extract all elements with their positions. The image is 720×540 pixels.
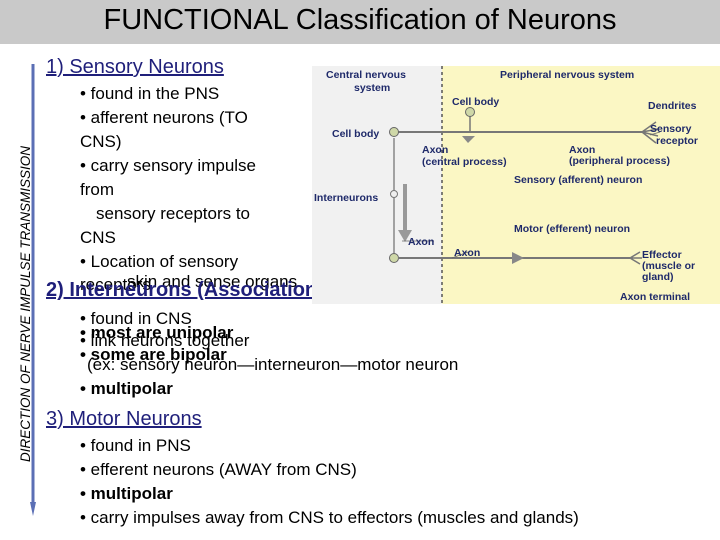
direction-arrow	[30, 64, 36, 516]
pns-region	[442, 66, 720, 304]
sensory-line: • afferent neurons (TO	[80, 108, 248, 127]
motor-line: • carry impulses away from CNS to effect…	[80, 508, 579, 527]
label-effector: Effector	[642, 249, 682, 261]
label-pns: Peripheral nervous system	[500, 69, 634, 81]
sensory-line: sensory receptors to	[96, 204, 251, 223]
label-axon-peripheral: Axon	[569, 144, 595, 156]
interneurons-line: • some are bipolar	[80, 345, 227, 364]
label-axon-central: (central process)	[422, 156, 507, 168]
label-sensory-receptor: receptor	[656, 135, 698, 147]
interneurons-line: • most are unipolar	[80, 323, 234, 342]
sensory-line: • found in the PNS	[80, 84, 220, 103]
label-axon-peripheral: (peripheral process)	[569, 155, 670, 167]
label-cns: system	[354, 82, 390, 94]
label-axon: Axon	[454, 247, 480, 259]
label-motor-neuron: Motor (efferent) neuron	[514, 223, 630, 235]
cns-region	[312, 66, 442, 304]
motor-line: • found in PNS	[80, 436, 191, 455]
sensory-line: CNS	[80, 228, 116, 247]
label-axon: Axon	[408, 236, 434, 248]
axon-terminal-icon	[629, 251, 642, 265]
title-bar	[0, 0, 720, 44]
label-interneurons: Interneurons	[314, 192, 378, 204]
label-dendrites: Dendrites	[648, 100, 697, 112]
interneuron-cell-body	[389, 127, 399, 137]
sensory-line: receptors	[80, 275, 151, 294]
slide-title: FUNCTIONAL Classification of Neurons	[103, 4, 617, 36]
label-cns: Central nervous	[326, 69, 406, 81]
interneuron-node	[390, 190, 398, 198]
sensory-direction-arrow	[462, 136, 475, 143]
sensory-line: skin and sense organs	[127, 272, 298, 291]
sensory-heading: 1) Sensory Neurons	[46, 56, 224, 78]
axon-leader	[451, 251, 469, 259]
label-sensory-neuron: Sensory (afferent) neuron	[514, 174, 642, 186]
motor-line: • efferent neurons (AWAY from CNS)	[80, 460, 357, 479]
receptor-leader	[649, 131, 661, 136]
label-axon-central: Axon	[422, 144, 448, 156]
interneurons-line: • found in CNS	[80, 309, 192, 328]
label-effector: (muscle or	[642, 260, 695, 272]
sensory-line: CNS)	[80, 132, 122, 151]
sensory-line: from	[80, 180, 114, 199]
sensory-line: • carry sensory impulse	[80, 156, 257, 175]
label-effector: gland)	[642, 271, 674, 283]
label-cell-body: Cell body	[332, 128, 379, 140]
neuron-diagram: Central nervous system Peripheral nervou…	[312, 66, 720, 304]
sensory-cell-body	[465, 107, 475, 117]
motor-heading: 3) Motor Neurons	[46, 408, 202, 430]
interneurons-line: (ex: sensory neuron—interneuron—motor ne…	[87, 355, 459, 374]
sensory-receptor-icon	[641, 121, 659, 144]
sensory-line: • Location of sensory	[80, 252, 239, 271]
motor-line: • multipolar	[80, 484, 173, 503]
interneurons-line: • multipolar	[80, 379, 173, 398]
label-cell-body: Cell body	[452, 96, 499, 108]
interneuron-arrow-head	[398, 230, 412, 242]
label-sensory-receptor: Sensory	[650, 123, 692, 135]
motor-cell-body	[389, 253, 399, 263]
label-axon-terminal: Axon terminal	[620, 291, 690, 303]
motor-direction-arrow	[512, 252, 524, 264]
interneurons-line: • link neurons together	[80, 331, 250, 350]
interneurons-heading: 2) Interneurons (Association)	[46, 279, 324, 301]
interneuron-arrow-shaft	[403, 184, 407, 230]
